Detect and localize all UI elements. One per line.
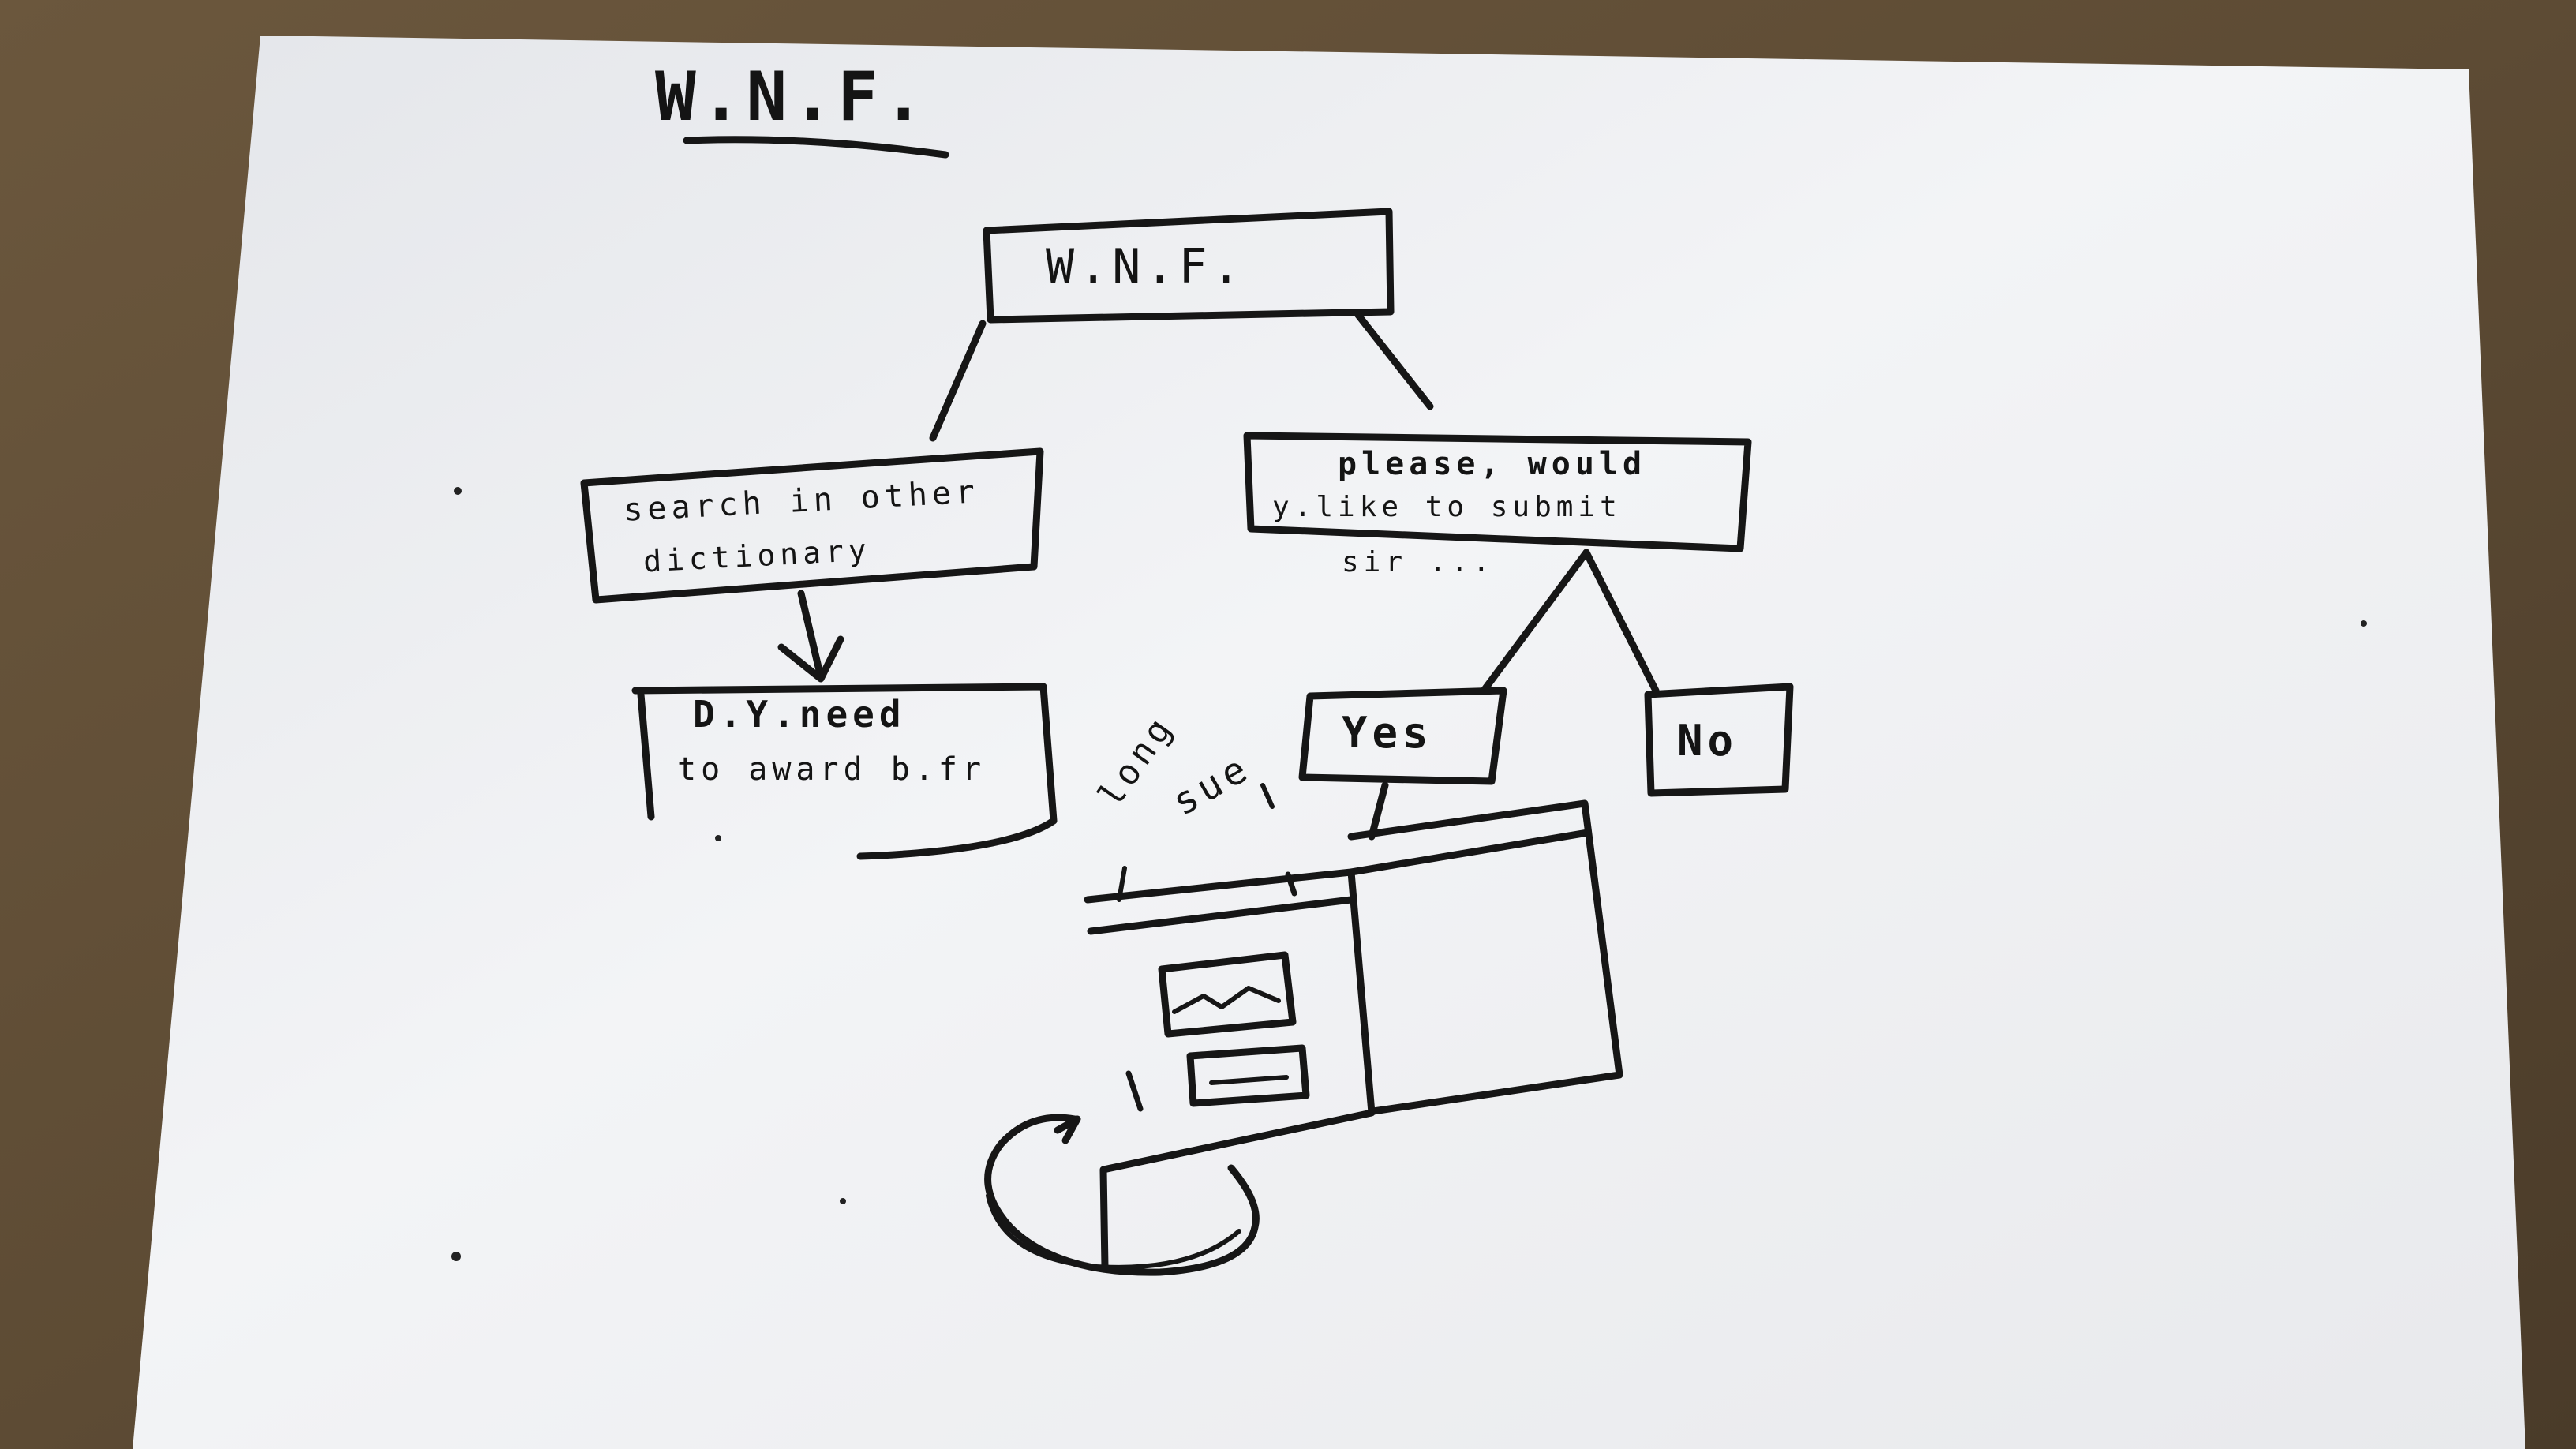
- yes-box: [1298, 687, 1507, 785]
- connector-please-no: [1582, 549, 1660, 695]
- connector-root-please: [1354, 310, 1434, 410]
- swipe-gesture-arrow: [1054, 1115, 1081, 1144]
- dont-want-label-line1: D.Y.need: [693, 693, 906, 736]
- root-box: [983, 208, 1395, 324]
- heading-underline: [683, 136, 949, 159]
- please-label-line2: y.like to submit: [1272, 491, 1622, 523]
- dont-want-label-line2: to award b.fr: [677, 751, 987, 788]
- heading: W.N.F.: [655, 58, 929, 137]
- please-label-line3: sir ...: [1342, 546, 1495, 578]
- arrow-search-to-dont-want: [797, 590, 825, 681]
- stray-dot: [454, 487, 462, 495]
- stray-dot: [451, 1252, 461, 1261]
- text-widget: [1186, 1044, 1310, 1107]
- please-label-line1: please, would: [1338, 446, 1647, 482]
- stray-dot: [2361, 620, 2367, 627]
- screen-right-page-top: [1347, 829, 1592, 876]
- yes-label: Yes: [1342, 708, 1433, 758]
- no-label: No: [1677, 716, 1739, 766]
- please-box: [1243, 432, 1752, 552]
- stray-dot: [715, 835, 721, 841]
- search-box: [580, 447, 1044, 604]
- dont-want-left-bar: [637, 691, 655, 821]
- root-label: W.N.F.: [1046, 239, 1245, 294]
- connector-root-search: [929, 320, 987, 442]
- no-box: [1644, 683, 1794, 797]
- stray-dot: [840, 1198, 846, 1204]
- connector-please-yes: [1480, 549, 1590, 695]
- dont-want-box: [631, 683, 1058, 860]
- connector-yes-screen: [1368, 781, 1389, 841]
- annotation-pointer: [1260, 783, 1275, 809]
- text-widget-mark: [1125, 1070, 1144, 1112]
- annotation-pointer-2: [1117, 866, 1127, 902]
- chart-widget-line: [1172, 986, 1281, 1014]
- text-widget-line: [1209, 1075, 1289, 1085]
- screen-left-page-top: [1087, 896, 1355, 935]
- paper-sheet: [133, 36, 2525, 1449]
- annotation-tick: [1285, 871, 1297, 897]
- swipe-gesture-inner: [986, 1193, 1241, 1270]
- arrow-head: [777, 635, 844, 683]
- screen-right-page: [1347, 799, 1623, 1115]
- chart-widget: [1158, 951, 1297, 1038]
